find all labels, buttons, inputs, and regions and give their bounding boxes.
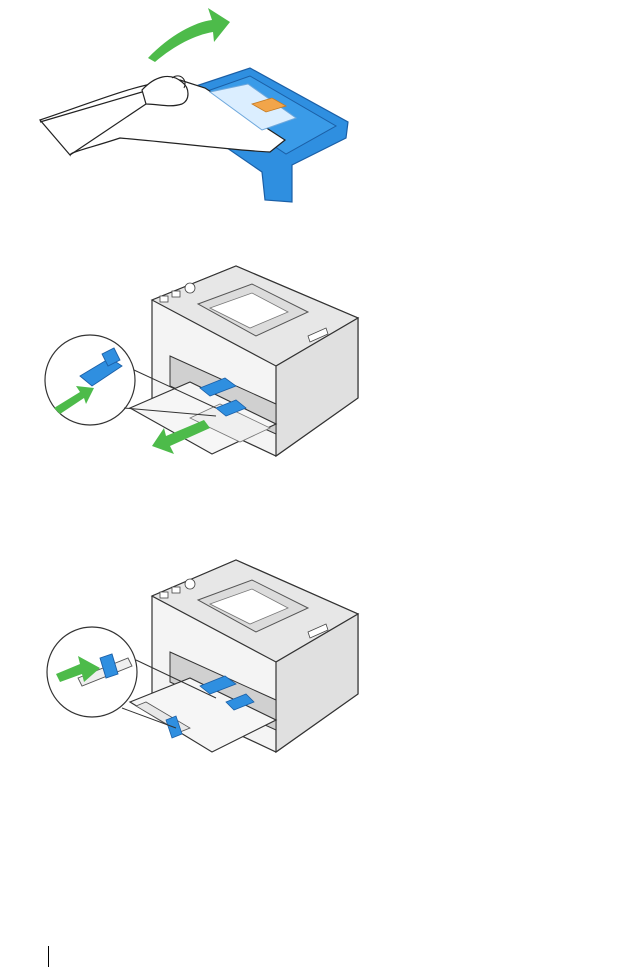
panel-button bbox=[160, 296, 168, 302]
panel-button bbox=[172, 587, 180, 593]
panel-dial bbox=[185, 579, 195, 589]
footer-rule bbox=[48, 946, 49, 967]
curved-arrow-icon bbox=[148, 8, 230, 62]
hand-lifting-paper-icon bbox=[30, 0, 360, 210]
panel-dial bbox=[185, 283, 195, 293]
slide-side-guide-illustration bbox=[40, 552, 370, 777]
remove-sheet-illustration bbox=[30, 0, 360, 210]
hand-icon bbox=[142, 76, 188, 105]
printer-front-guide-icon bbox=[40, 258, 370, 473]
panel-button bbox=[160, 592, 168, 598]
panel-button bbox=[172, 291, 180, 297]
printer-side-guide-icon bbox=[40, 552, 370, 777]
slide-front-guide-illustration bbox=[40, 258, 370, 473]
